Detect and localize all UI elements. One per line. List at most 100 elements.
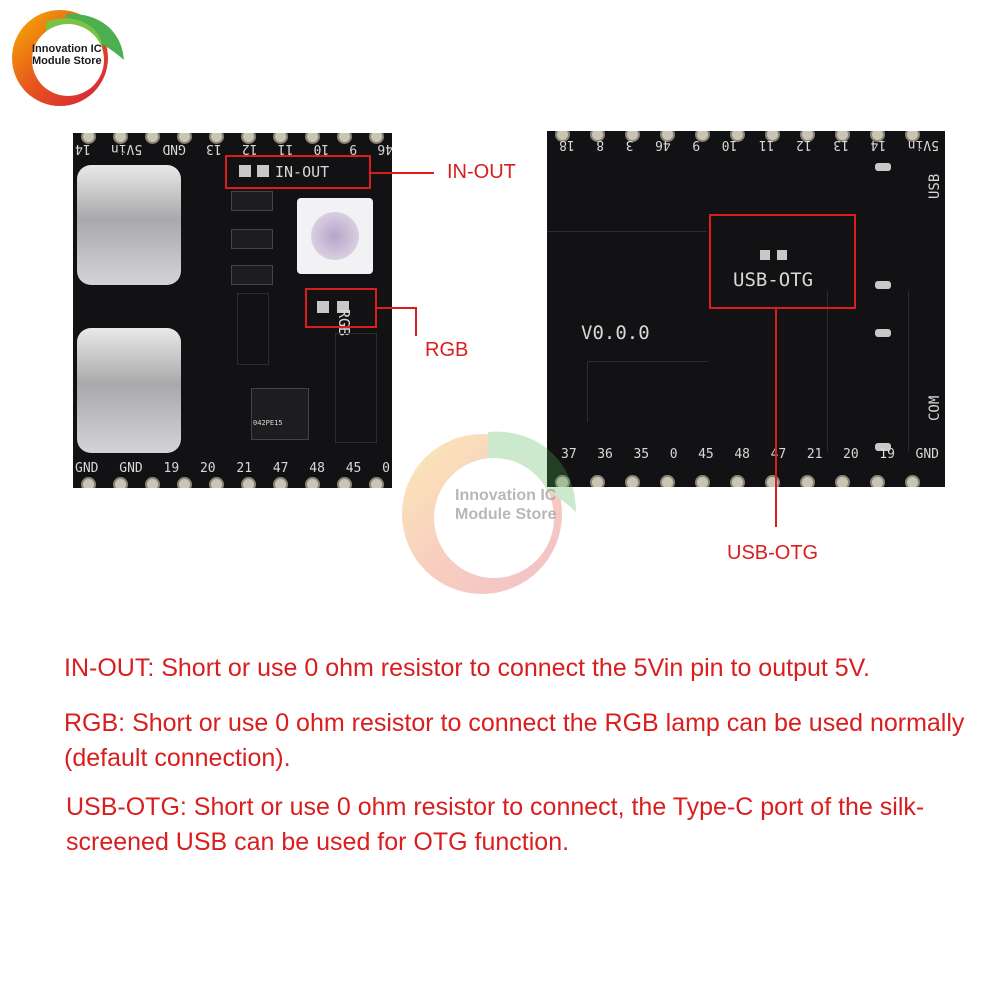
header-pin — [145, 133, 160, 144]
header-pin — [241, 477, 256, 488]
header-pin — [800, 475, 815, 487]
watermark-text: Innovation IC Module Store — [455, 486, 556, 524]
pin-label: 13 — [206, 141, 222, 156]
header-pin — [905, 131, 920, 142]
header-pin — [835, 131, 850, 142]
pin-label: GND — [75, 461, 99, 476]
pin-label: GND — [119, 461, 143, 476]
rgb-leader-line — [377, 307, 417, 309]
header-pin — [730, 475, 745, 487]
pin-label: 11 — [758, 137, 775, 152]
header-pin — [660, 131, 675, 142]
side-pad — [875, 443, 891, 451]
diode — [231, 191, 273, 211]
header-pin — [800, 131, 815, 142]
pin-label: 47 — [272, 461, 289, 476]
pin-label: 20 — [843, 447, 859, 462]
diode — [231, 265, 273, 285]
header-pin — [177, 133, 192, 144]
header-pin — [81, 133, 96, 144]
right-bottom-pin-labels: 37 36 35 0 45 48 47 21 20 19 GND — [561, 447, 939, 462]
pin-label: 12 — [241, 141, 258, 156]
pin-label: 18 — [559, 137, 575, 152]
pcb-trace — [827, 291, 909, 451]
pin-label: 45 — [345, 461, 362, 476]
usb-otg-leader-line — [775, 309, 777, 527]
header-pin — [305, 133, 320, 144]
pin-label: 8 — [596, 137, 605, 152]
pin-label: 5Vin — [907, 137, 939, 152]
pin-label: 37 — [561, 447, 577, 462]
header-pin — [337, 133, 352, 144]
pcb-trace — [547, 171, 707, 232]
header-pin — [369, 477, 384, 488]
pin-label: 11 — [277, 141, 294, 156]
pin-label: GND — [162, 141, 186, 156]
logo-line-1: Innovation IC — [32, 43, 102, 55]
side-pad — [875, 329, 891, 337]
resistor-array — [335, 333, 377, 443]
usb-otg-callout: USB-OTG — [727, 542, 819, 564]
pin-label: 14 — [870, 137, 887, 152]
pin-label: 0 — [669, 447, 678, 462]
header-pin — [273, 133, 288, 144]
rgb-highlight-box — [305, 288, 377, 328]
header-pin — [145, 477, 160, 488]
header-pin — [625, 131, 640, 142]
pin-label: 19 — [879, 447, 895, 462]
header-pin — [113, 477, 128, 488]
pin-label: 47 — [770, 447, 787, 462]
left-top-pin-labels: 14 5Vin GND 13 12 11 10 9 46 — [75, 141, 392, 156]
pin-label: 14 — [75, 141, 91, 156]
header-pin — [555, 475, 570, 487]
header-pin — [305, 477, 320, 488]
pin-label: 0 — [382, 461, 390, 476]
usb-side-label: USB — [927, 173, 943, 199]
header-pin — [765, 475, 780, 487]
header-pin — [660, 475, 675, 487]
header-pin — [241, 133, 256, 144]
pin-label: 21 — [236, 461, 253, 476]
pin-label: 21 — [806, 447, 823, 462]
header-pin — [695, 131, 710, 142]
pin-label: 9 — [692, 137, 701, 152]
pin-label: 13 — [833, 137, 849, 152]
pin-label: 48 — [734, 447, 750, 462]
pin-label: 9 — [349, 141, 358, 156]
pin-label: 20 — [199, 461, 216, 476]
logo-line-2: Module Store — [32, 55, 102, 67]
in-out-description: IN-OUT: Short or use 0 ohm resistor to c… — [64, 654, 870, 682]
watermark-line-2: Module Store — [455, 506, 557, 523]
left-bottom-pin-labels: GND GND 19 20 21 47 48 45 0 — [75, 461, 390, 476]
header-pin — [835, 475, 850, 487]
logo-text: Innovation IC Module Store — [32, 43, 132, 67]
header-pin — [113, 133, 128, 144]
pcb-trace — [587, 361, 708, 422]
header-pin — [695, 475, 710, 487]
pin-label: 48 — [309, 461, 325, 476]
pin-label: 3 — [625, 137, 634, 152]
header-pin — [870, 475, 885, 487]
in-out-highlight-box — [225, 155, 371, 189]
header-pin — [81, 477, 96, 488]
watermark-line-1: Innovation IC — [455, 487, 557, 504]
version-silk-label: V0.0.0 — [581, 322, 650, 344]
usb-otg-description: USB-OTG: Short or use 0 ohm resistor to … — [66, 793, 925, 856]
header-pin — [209, 133, 224, 144]
pin-label: 5Vin — [110, 141, 143, 156]
pin-label: 19 — [163, 461, 180, 476]
in-out-pad — [239, 165, 251, 177]
header-pin — [625, 475, 640, 487]
com-side-label: COM — [927, 395, 943, 421]
header-pin — [369, 133, 384, 144]
usb-c-connector-top — [77, 165, 181, 285]
usb-c-connector-bottom — [77, 328, 181, 453]
right-top-pin-labels: 5Vin 14 13 12 11 10 9 46 3 8 18 — [559, 137, 939, 152]
header-pin — [870, 131, 885, 142]
ic-marking: 042PE15 — [253, 419, 283, 427]
header-pin — [555, 131, 570, 142]
pin-label: 46 — [377, 141, 392, 156]
rgb-leader-line-vertical — [415, 307, 417, 336]
usb-otg-highlight-box — [709, 214, 856, 309]
usb-otg-pad — [760, 250, 770, 260]
